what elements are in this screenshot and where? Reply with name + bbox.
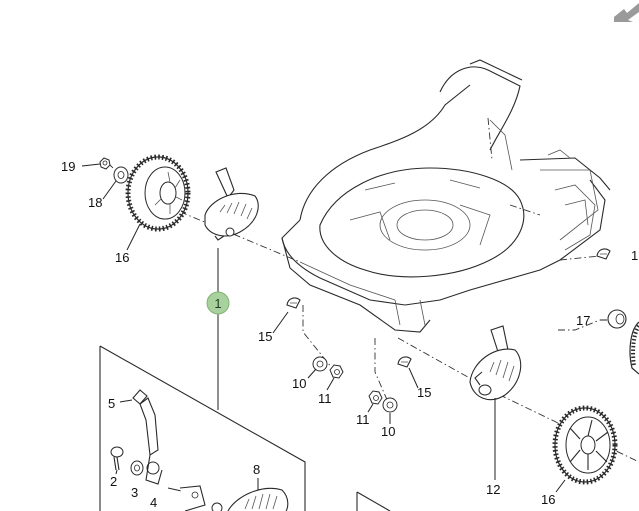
callout-1[interactable]: 1 <box>206 291 230 315</box>
part-label-11-mid: 11 <box>356 412 370 427</box>
part-label-17: 17 <box>576 313 590 328</box>
adjuster-plate-8[interactable] <box>211 487 289 511</box>
washer-3[interactable] <box>130 460 144 476</box>
sub-assembly-frame <box>99 345 391 511</box>
part-label-12: 12 <box>486 482 500 497</box>
pin-4[interactable] <box>167 485 206 511</box>
part-label-16-top: 16 <box>115 250 129 265</box>
nut-11-mid[interactable] <box>368 390 383 405</box>
part-label-1-edge: 1 <box>631 248 638 263</box>
spacer-17[interactable] <box>607 309 627 329</box>
part-labels: 19 18 16 15 10 11 11 10 15 17 1 12 16 5 … <box>61 159 638 510</box>
mower-deck-housing <box>281 59 611 333</box>
height-adjuster-bracket-right[interactable] <box>469 325 522 401</box>
part-label-19: 19 <box>61 159 75 174</box>
nut-19[interactable] <box>99 157 111 170</box>
clip-15-left[interactable] <box>286 297 301 309</box>
assembly-lines <box>107 162 639 463</box>
front-left-wheel[interactable] <box>552 405 618 485</box>
part-label-2: 2 <box>110 474 117 489</box>
part-label-10-mid: 10 <box>381 424 395 439</box>
part-label-16-bottom: 16 <box>541 492 555 507</box>
clip-15-right[interactable] <box>596 248 611 260</box>
callout-1-label: 1 <box>214 296 221 311</box>
washer-10-mid[interactable] <box>382 397 398 413</box>
part-label-10-left: 10 <box>292 376 306 391</box>
height-adjuster-bracket-left[interactable] <box>204 167 259 241</box>
arrow-down-left-icon[interactable] <box>614 3 639 22</box>
part-label-3: 3 <box>131 485 138 500</box>
part-label-15-mid: 15 <box>417 385 431 400</box>
rear-left-wheel[interactable] <box>125 154 191 232</box>
part-label-15-left: 15 <box>258 329 272 344</box>
washer-10-left[interactable] <box>312 356 328 372</box>
part-label-18: 18 <box>88 195 102 210</box>
bolt-2[interactable] <box>110 446 124 471</box>
nut-11-left[interactable] <box>329 364 344 379</box>
part-label-11-left: 11 <box>318 391 332 406</box>
part-label-5: 5 <box>108 396 115 411</box>
part-label-8: 8 <box>253 462 260 477</box>
adjuster-lever-5[interactable] <box>132 389 163 485</box>
leader-lines <box>81 163 607 493</box>
clip-15-mid[interactable] <box>397 356 412 368</box>
part-label-4: 4 <box>150 495 157 510</box>
front-right-wheel-partial[interactable] <box>629 321 639 375</box>
washer-18[interactable] <box>113 166 129 184</box>
